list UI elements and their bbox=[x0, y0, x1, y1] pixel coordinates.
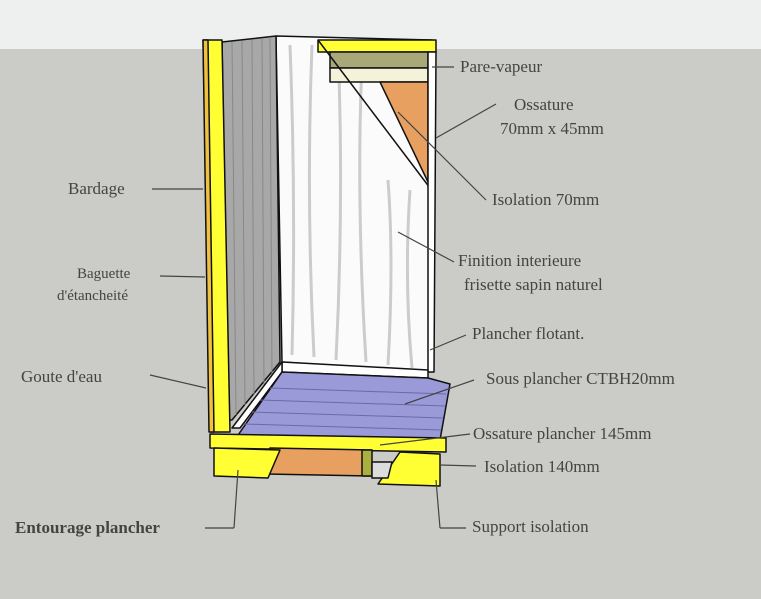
insulation-support bbox=[371, 461, 393, 479]
label-finition-2: frisette sapin naturel bbox=[464, 275, 603, 294]
sealing-strip bbox=[202, 39, 215, 433]
label-ossature-1: Ossature bbox=[514, 95, 574, 114]
vapour-barrier bbox=[329, 51, 429, 69]
label-isolation-140: Isolation 140mm bbox=[484, 457, 600, 476]
top-plate bbox=[317, 39, 437, 53]
label-ossature-2: 70mm x 45mm bbox=[500, 119, 604, 138]
label-plancher-flotant: Plancher flotant. bbox=[472, 324, 585, 343]
label-support-isolation: Support isolation bbox=[472, 517, 589, 536]
baseboard-side bbox=[231, 361, 283, 429]
floor-rim-joist bbox=[209, 433, 447, 453]
label-sous-plancher: Sous plancher CTBH20mm bbox=[486, 369, 675, 388]
floor-joist-mid bbox=[361, 449, 373, 477]
floor-joist-left bbox=[213, 447, 281, 479]
label-finition-1: Finition interieure bbox=[458, 251, 582, 270]
label-entourage-plancher: Entourage plancher bbox=[15, 518, 160, 537]
label-isolation-70: Isolation 70mm bbox=[492, 190, 600, 209]
label-ossature-plancher: Ossature plancher 145mm bbox=[473, 424, 652, 443]
label-bardage: Bardage bbox=[68, 179, 125, 198]
insulation-140 bbox=[265, 447, 373, 477]
label-goute-eau: Goute d'eau bbox=[21, 367, 102, 386]
label-pare-vapeur: Pare-vapeur bbox=[460, 57, 543, 76]
cut-edge-line bbox=[317, 39, 431, 189]
leader-lines bbox=[149, 66, 497, 529]
label-baguette-2: d'étancheité bbox=[57, 288, 128, 304]
stud bbox=[427, 51, 437, 373]
cladding-grooves bbox=[231, 36, 273, 416]
floor-boards bbox=[243, 387, 447, 431]
label-baguette-1: Baguette bbox=[77, 266, 131, 282]
